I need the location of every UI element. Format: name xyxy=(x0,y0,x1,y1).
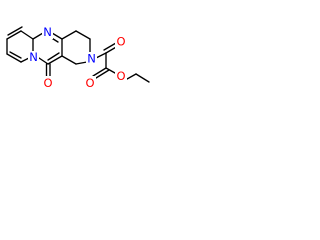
atom-n-top: N xyxy=(43,25,52,39)
bond xyxy=(47,55,63,65)
bond xyxy=(61,55,77,65)
atom-n-bridge: N xyxy=(29,50,38,64)
bond xyxy=(61,30,77,40)
atom-labels: N N N O O O O xyxy=(28,25,127,90)
bond xyxy=(9,51,22,59)
atom-o-ester-carbonyl: O xyxy=(85,76,94,90)
atom-o-amide-carbonyl: O xyxy=(116,35,125,49)
bond xyxy=(75,61,88,65)
bond xyxy=(38,57,49,65)
bond xyxy=(95,69,110,79)
atom-n-piperidine: N xyxy=(87,52,96,66)
bond xyxy=(51,32,63,40)
bond xyxy=(135,73,150,83)
molecule-structure: N N N O O O O xyxy=(6,25,150,90)
label-mask xyxy=(86,52,97,65)
bond xyxy=(126,73,137,80)
bond xyxy=(6,53,22,63)
bond xyxy=(47,52,60,61)
label-mask xyxy=(84,76,96,90)
label-mask xyxy=(42,76,54,90)
label-mask xyxy=(28,51,39,64)
bond-layer xyxy=(6,26,150,83)
bond xyxy=(95,52,107,59)
structure-canvas: N N N O O O O xyxy=(0,0,155,108)
bond xyxy=(75,30,91,40)
bond xyxy=(6,30,22,40)
bond xyxy=(92,67,107,77)
bond xyxy=(32,32,44,40)
label-mask xyxy=(42,26,53,39)
label-mask xyxy=(115,35,127,49)
label-mask xyxy=(115,69,127,83)
bond xyxy=(20,30,34,40)
bond xyxy=(105,67,116,74)
atom-o-ester: O xyxy=(116,69,125,83)
atom-o-ring-carbonyl: O xyxy=(43,76,52,90)
bond xyxy=(7,26,23,36)
bond xyxy=(103,42,117,51)
